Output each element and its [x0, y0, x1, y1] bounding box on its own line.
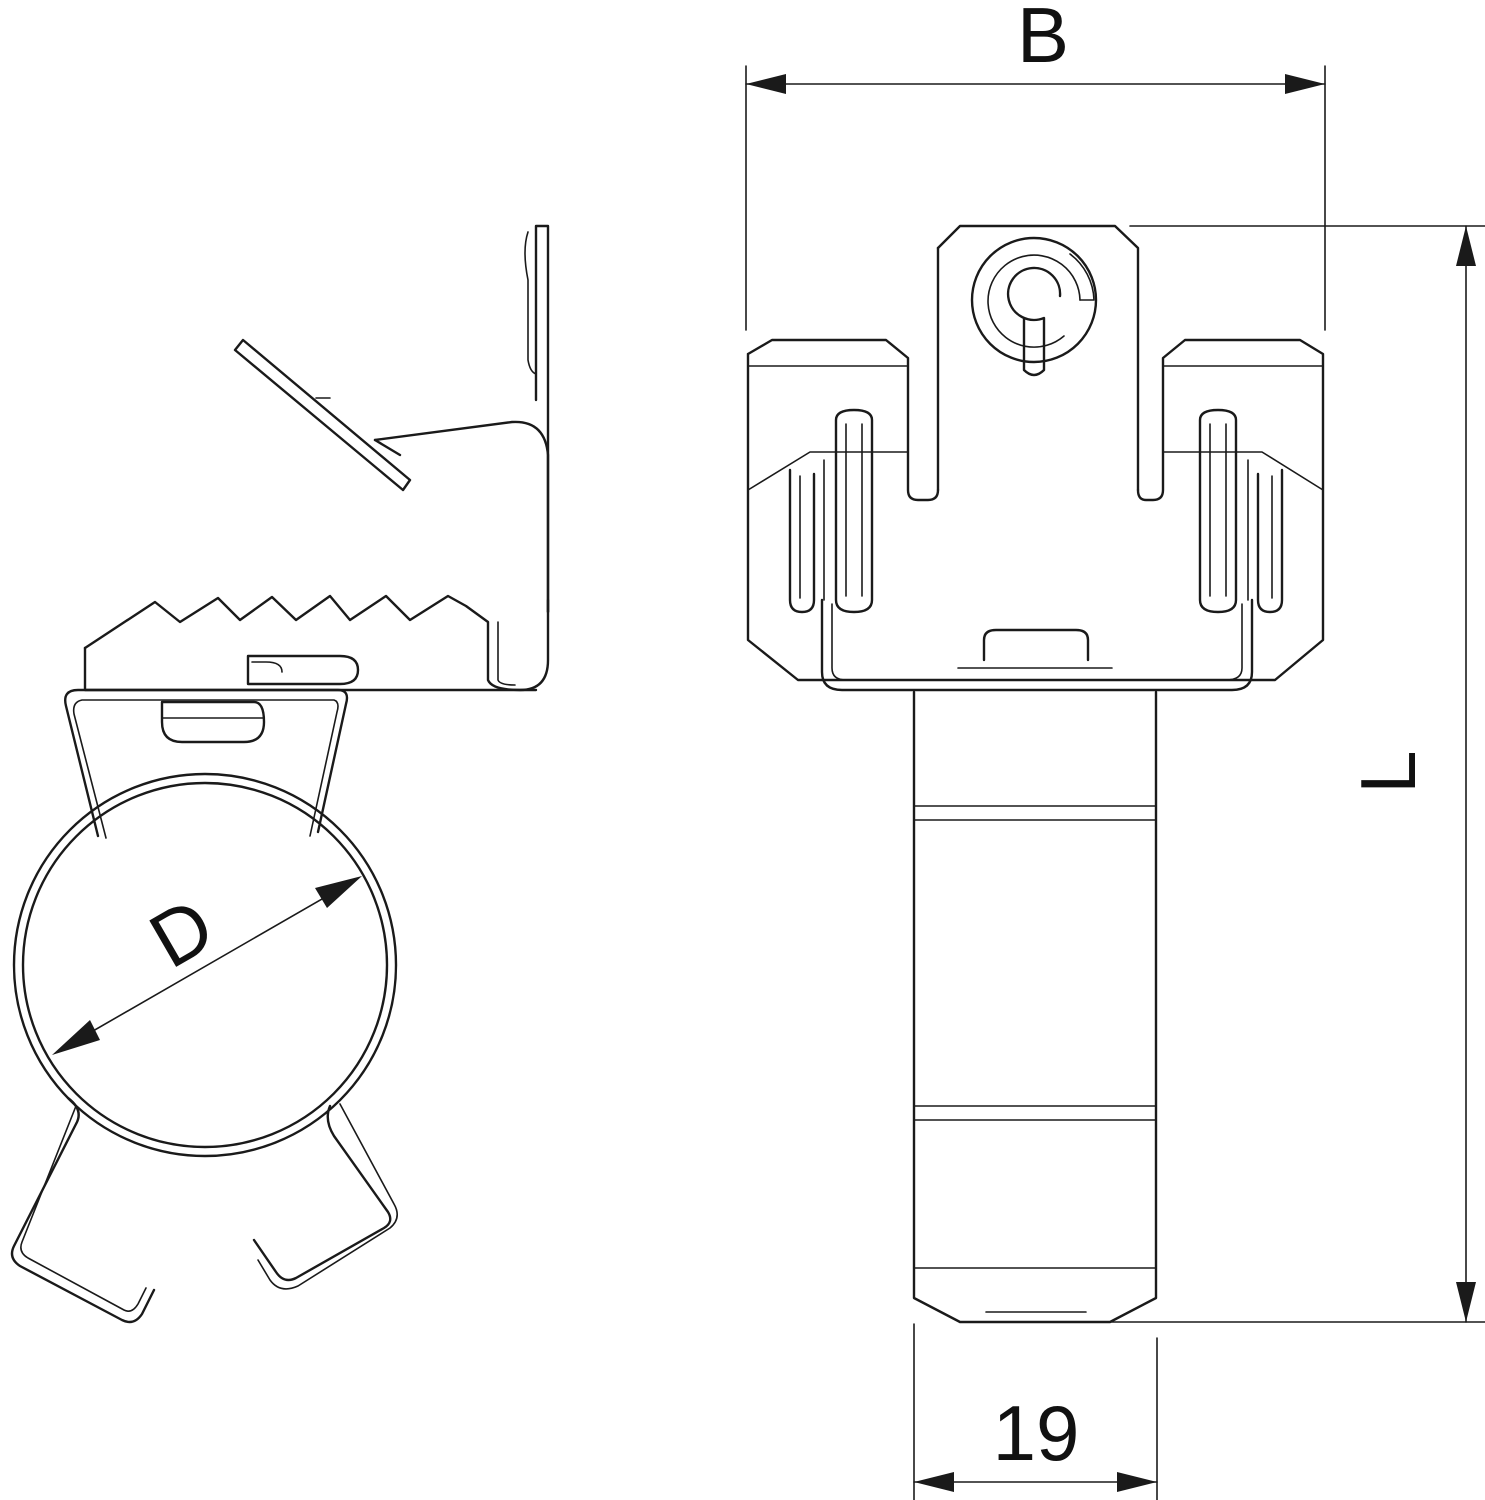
base-slot — [246, 654, 360, 686]
clip-tab — [160, 700, 266, 744]
conduit-circle — [21, 781, 389, 1149]
front-view: B L — [745, 0, 1485, 1500]
diameter-dimension-line — [59, 879, 356, 1051]
wing-left — [746, 338, 1325, 682]
shaft-body — [912, 690, 1158, 1324]
center-tab — [982, 628, 1090, 662]
length-label: L — [1344, 750, 1432, 793]
mounting-plate — [936, 224, 1140, 492]
side-flange — [534, 224, 550, 614]
wire-clip — [64, 688, 349, 838]
keyhole-slot — [1006, 266, 1062, 377]
width-label: B — [1017, 0, 1069, 79]
diameter-label: D — [135, 880, 228, 984]
clip-leg-left — [10, 1096, 156, 1324]
keyhole-inner — [987, 254, 1081, 348]
base-width-label: 19 — [993, 1389, 1080, 1477]
wire-bracket — [820, 598, 1254, 692]
spring-tongue — [233, 338, 412, 492]
serrated-teeth — [83, 594, 550, 692]
spring-loop-left — [788, 468, 816, 614]
spring-loop-right — [1256, 468, 1284, 614]
keyhole-circle — [970, 236, 1098, 364]
side-view: D — [10, 224, 550, 1324]
clip-leg-right — [252, 1104, 392, 1282]
